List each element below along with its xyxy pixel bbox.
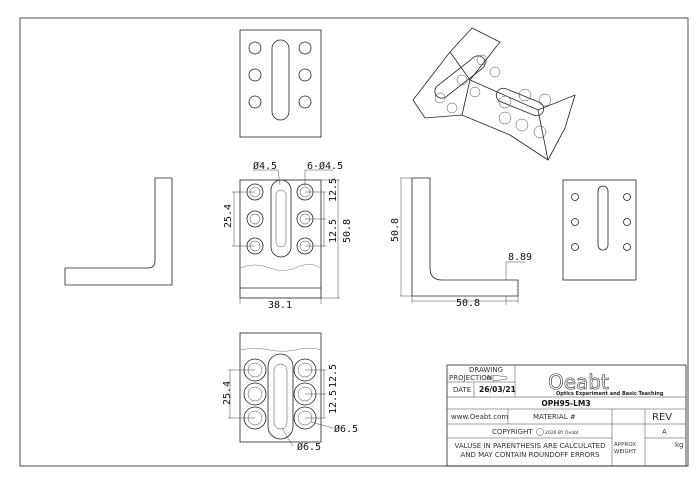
rev-label: REV — [652, 412, 672, 423]
dim-slot-dia: Ø4.5 — [253, 160, 277, 172]
note-line-2: AND MAY CONTAIN ROUNDOFF ERRORS — [461, 451, 601, 459]
dim-holes-dia: 6-Ø4.5 — [307, 160, 343, 172]
dim-pitch-12-5-b: 12.5 — [328, 219, 339, 243]
bottom-view: 25.4 12.5 12.5 Ø6.5 Ø6.5 — [222, 332, 358, 453]
weight-label: WEIGHT — [614, 449, 637, 455]
projection-symbol-icon — [486, 374, 508, 382]
dim-height: 50.8 — [342, 219, 353, 243]
dim-side-width: 50.8 — [456, 298, 480, 309]
dim-pitch-25-4: 25.4 — [223, 204, 234, 228]
dim-bottom-hole-dia: Ø6.5 — [334, 423, 358, 435]
drawing-label: DRAWING — [469, 366, 503, 374]
dim-width: 38.1 — [268, 300, 292, 311]
approx-label: APPROX — [614, 442, 636, 448]
material-label: MATERIAL # — [533, 413, 576, 421]
copyright-note: 2026 BY Oeabt — [545, 430, 579, 436]
dim-thickness: 8.89 — [508, 252, 532, 263]
website: www.Oeabt.com — [451, 413, 508, 421]
front-view: Ø4.5 6-Ø4.5 25.4 12.5 12.5 50.8 38.1 — [223, 160, 353, 311]
copyright-label: COPYRIGHT — [492, 428, 533, 436]
top-view — [239, 29, 322, 138]
drawing-frame — [19, 17, 689, 467]
dim-bottom-pitch-12-5-b: 12.5 — [328, 390, 339, 414]
dim-bottom-slot-dia: Ø6.5 — [297, 441, 321, 453]
right-side-view: 50.8 50.8 8.89 — [390, 177, 532, 309]
isometric-view — [412, 27, 576, 161]
back-view — [562, 179, 637, 281]
slot — [271, 39, 290, 121]
dim-pitch-12-5-a: 12.5 — [328, 178, 339, 202]
dim-bottom-pitch-12-5-a: 12.5 — [328, 364, 339, 388]
dim-bottom-pitch-25-4: 25.4 — [222, 381, 233, 405]
note-line-1: VALUSE IN PARENTHESIS ARE CALCULATED — [455, 442, 606, 450]
rev-value: A — [662, 428, 667, 436]
weight-unit: kg — [675, 441, 684, 449]
title-block: DRAWING PROJECTION DATE 26/03/21 Oeabt O… — [446, 364, 687, 467]
logo-text: Oeabt — [548, 370, 609, 394]
copyright-symbol-icon — [536, 428, 544, 436]
date-label: DATE — [453, 386, 471, 394]
holes — [248, 41, 312, 109]
dim-side-height: 50.8 — [390, 218, 401, 242]
part-number: OPH95-LM3 — [541, 399, 590, 408]
projection-label: PROJECTION — [449, 374, 492, 382]
logo-tagline: Optics Experiment and Basic Teaching — [556, 391, 664, 397]
left-side-view — [64, 177, 173, 286]
date-value: 26/03/21 — [479, 385, 516, 394]
